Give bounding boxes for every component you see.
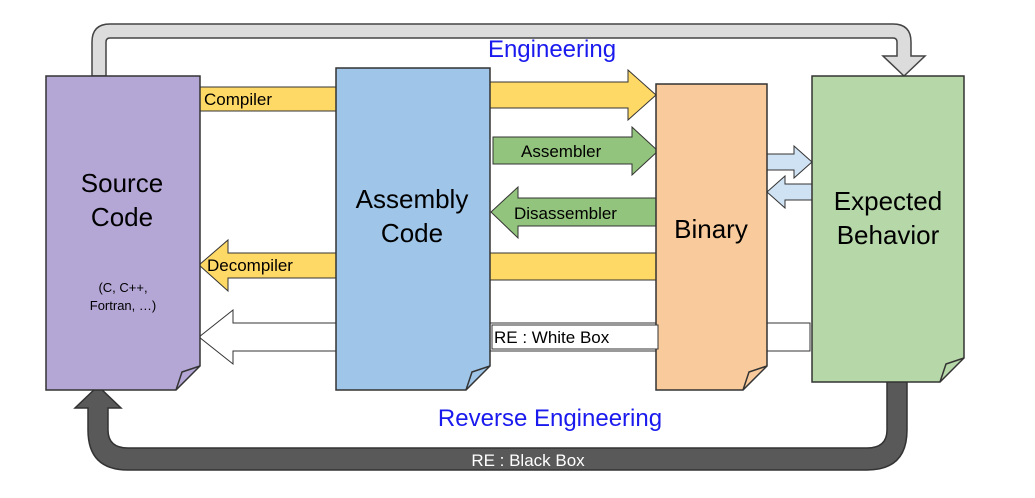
white-box-label-backdrop bbox=[491, 324, 659, 350]
binary-to-assembly-bar bbox=[489, 252, 657, 281]
disassembler-label: Disassembler bbox=[514, 204, 617, 223]
expected-behavior-title-line2: Behavior bbox=[837, 220, 940, 250]
disassembler-arrow bbox=[490, 185, 657, 240]
expected-behavior-title-line1: Expected bbox=[834, 186, 942, 216]
black-box-loop-arrow bbox=[73, 379, 908, 471]
source-code-note-line2: Fortran, …) bbox=[90, 298, 156, 313]
assembler-label: Assembler bbox=[521, 142, 602, 161]
binary-title: Binary bbox=[674, 214, 748, 244]
top-engineering-loop-arrow bbox=[91, 23, 927, 78]
decompiler-label: Decompiler bbox=[207, 256, 293, 275]
source-code-title-line1: Source bbox=[81, 168, 163, 198]
expected-behavior-box bbox=[811, 75, 965, 383]
source-code-note-line1: (C, C++, bbox=[98, 280, 147, 295]
assembly-to-binary-arrow bbox=[489, 68, 657, 122]
behavior-to-binary-arrow bbox=[766, 174, 813, 210]
assembly-code-title-line2: Code bbox=[381, 218, 443, 248]
white-box-label: RE : White Box bbox=[494, 328, 610, 347]
compiler-label: Compiler bbox=[204, 90, 272, 109]
assembler-arrow bbox=[492, 125, 659, 177]
source-code-title-line2: Code bbox=[91, 202, 153, 232]
assembly-code-title-line1: Assembly bbox=[356, 184, 469, 214]
binary-to-behavior-arrow bbox=[766, 144, 813, 180]
black-box-label: RE : Black Box bbox=[471, 451, 585, 470]
engineering-heading: Engineering bbox=[488, 36, 616, 63]
source-code-box bbox=[45, 75, 201, 391]
reverse-engineering-heading: Reverse Engineering bbox=[438, 405, 662, 432]
decompiler-arrow bbox=[198, 238, 337, 293]
assembly-code-box bbox=[335, 67, 491, 391]
